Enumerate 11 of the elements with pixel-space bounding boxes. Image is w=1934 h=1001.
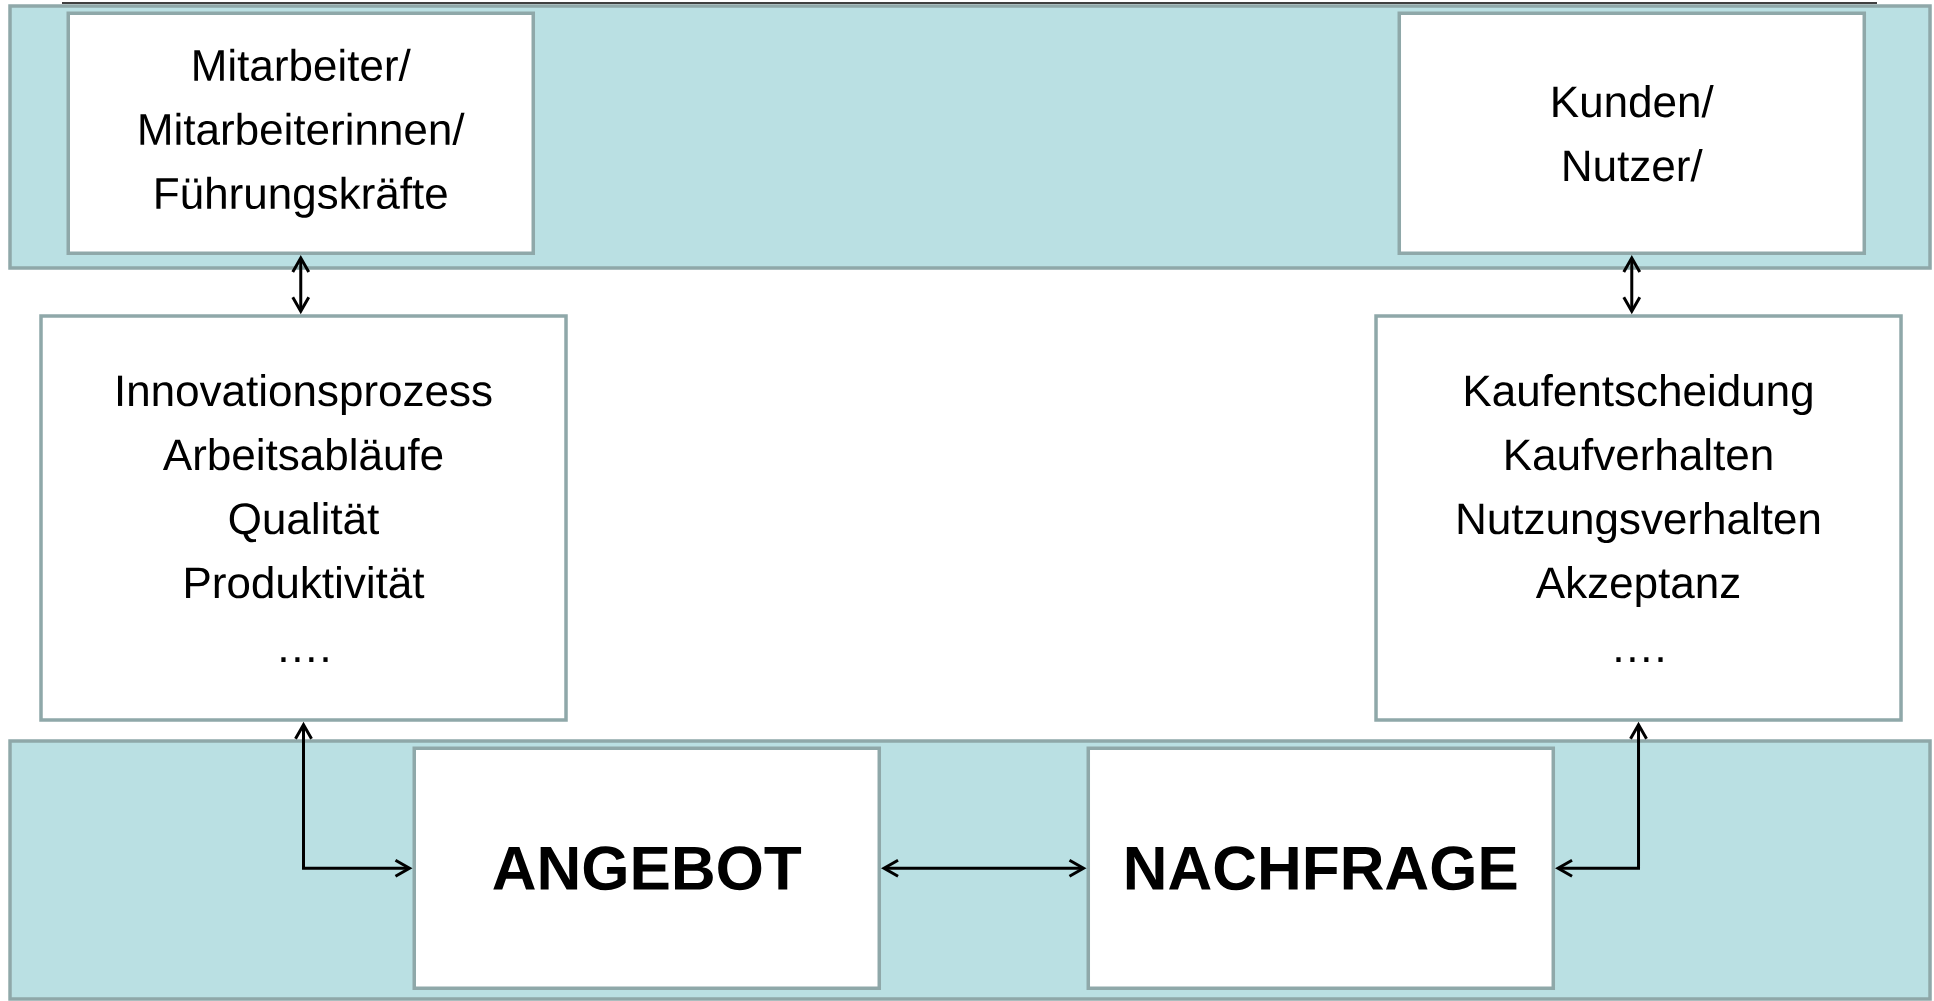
arrow [291,255,311,315]
text-box: Mitarbeiter/ Mitarbeiterinnen/ Führungskräfte [66,11,535,255]
arrow [881,858,1087,878]
text-box: Innovationsprozess Arbeitsabläufe Qualität Produktivität …. [39,314,568,722]
arrow [294,721,413,878]
text-box: Kaufentscheidung Kaufverhalten Nutzungsverhalten Akzeptanz …. [1374,314,1903,722]
text-box: Kunden/ Nutzer/ [1397,11,1867,255]
arrow [1555,721,1648,878]
arrow [1622,255,1642,315]
text-box: ANGEBOT [412,746,881,990]
text-box: NACHFRAGE [1086,746,1555,990]
